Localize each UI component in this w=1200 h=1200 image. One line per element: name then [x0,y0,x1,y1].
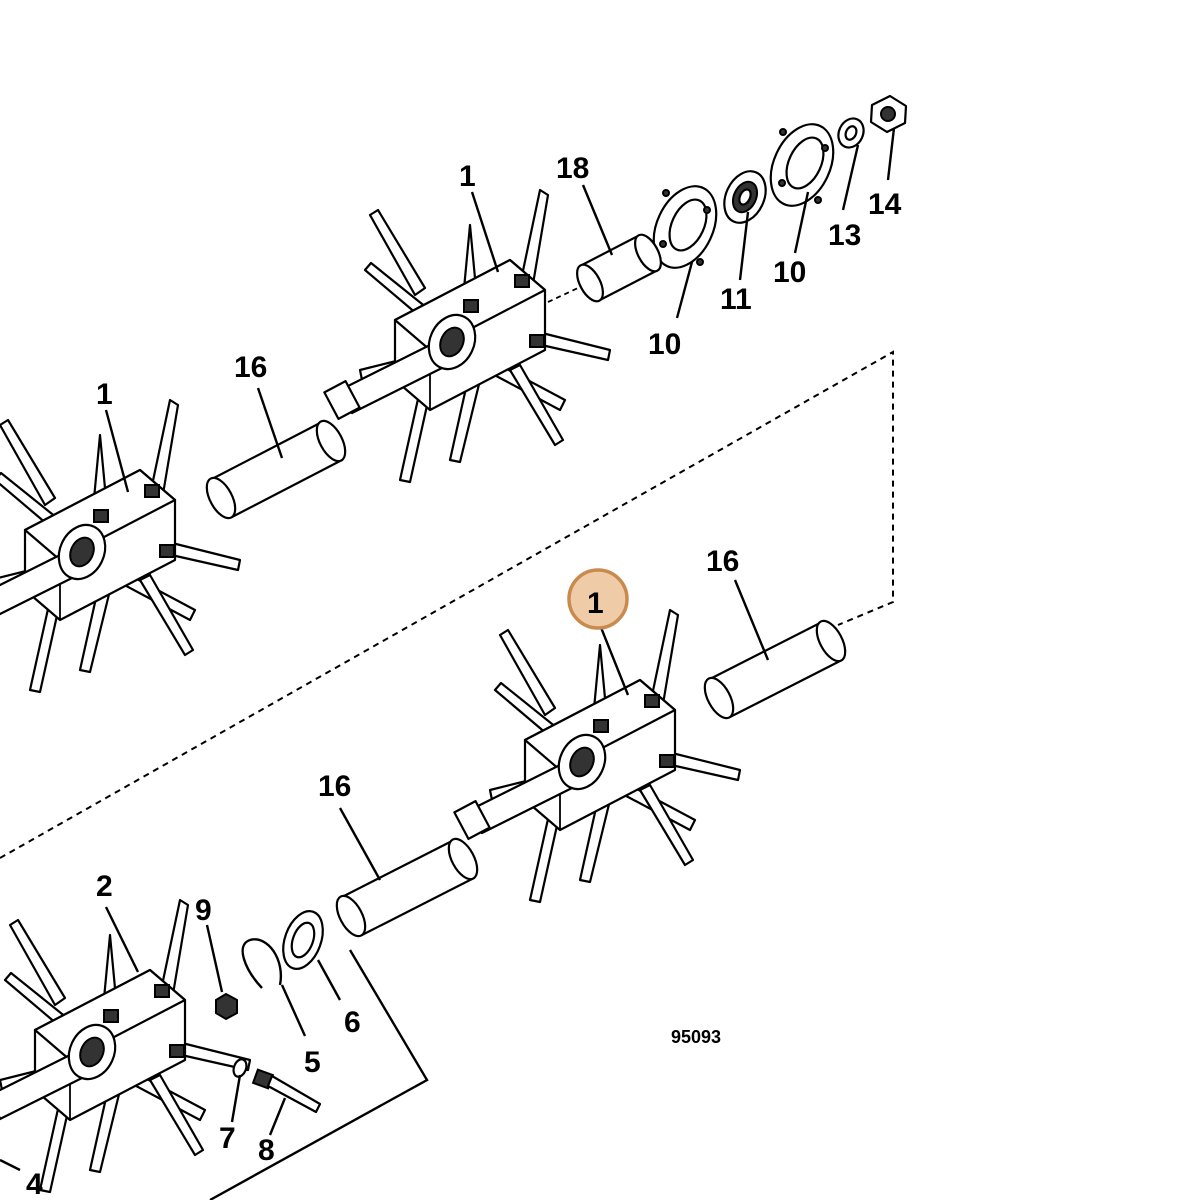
selected-callout-highlight[interactable] [567,568,629,630]
top-hardware-stack [547,94,908,306]
aerator-hub-selected[interactable] [453,608,742,904]
callout-spacer-right[interactable]: 16 [706,545,739,578]
callout-nut-9[interactable]: 9 [195,894,212,927]
lockwasher-7-part[interactable] [231,1057,248,1078]
callout-washer-6[interactable]: 6 [344,1006,361,1039]
callout-upper-hub[interactable]: 1 [459,160,476,193]
callout-nut-14[interactable]: 14 [868,188,902,221]
callout-spacer-upper[interactable]: 16 [234,351,267,384]
washer-6-part[interactable] [276,906,330,975]
flange-left-part[interactable] [641,176,728,278]
callout-spacer-lower[interactable]: 16 [318,770,351,803]
callout-labels: 1 18 10 11 10 13 14 1 16 16 1 16 2 9 5 6… [26,152,902,1200]
callout-item-4[interactable]: 4 [26,1168,43,1200]
spacer-tube-right[interactable] [699,616,851,722]
callout-end-hub[interactable]: 2 [96,870,113,903]
lower-hardware [215,906,330,1114]
callout-left-hub[interactable]: 1 [96,378,113,411]
dashed-alignment-lines [0,350,894,859]
small-washer-part[interactable] [834,114,868,151]
leader-lines [0,127,896,1200]
hex-nut-part[interactable] [869,94,908,134]
callout-bearing[interactable]: 11 [720,283,752,316]
figure-number: 95093 [671,1027,721,1047]
callout-selected-hub[interactable]: 1 [587,587,604,620]
callout-washer-13[interactable]: 13 [828,219,861,252]
aerator-hub-upper[interactable] [323,188,612,484]
callout-flange-a[interactable]: 10 [648,328,681,361]
spacer-tube-upper[interactable] [201,416,351,522]
spacer-tube-lower[interactable] [331,834,483,940]
nut-9-part[interactable] [215,992,238,1021]
callout-shaft[interactable]: 18 [556,152,589,185]
short-shaft-part[interactable] [572,231,666,306]
bearing-part[interactable] [716,164,773,229]
aerator-hub-left[interactable] [0,398,242,694]
callout-bolt-8[interactable]: 8 [258,1134,275,1167]
callout-snap-ring-5[interactable]: 5 [304,1046,321,1079]
bolt-8-part[interactable] [251,1068,322,1114]
callout-flange-b[interactable]: 10 [773,256,806,289]
snap-ring-part[interactable] [241,938,283,989]
callout-lockwasher-7[interactable]: 7 [219,1122,236,1155]
flange-right-part[interactable] [758,114,845,216]
